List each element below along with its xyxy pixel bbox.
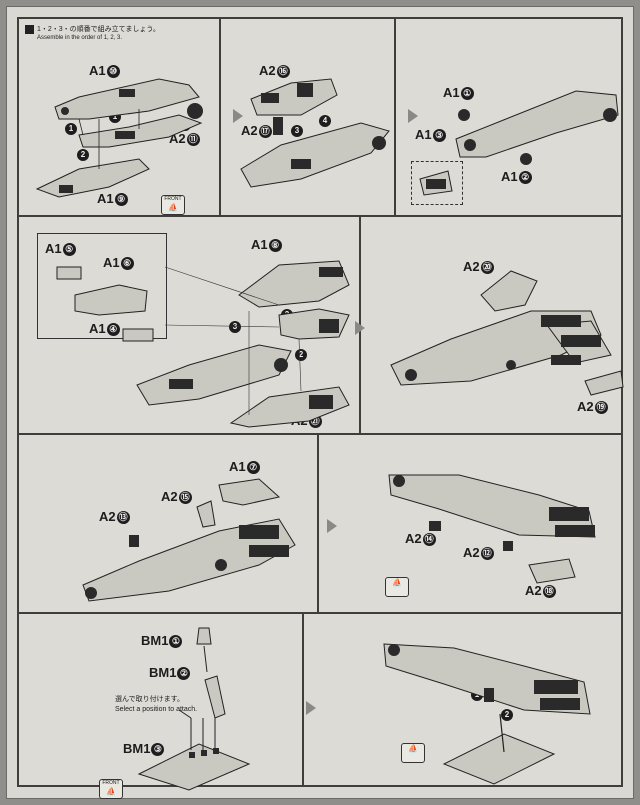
step-number: 2 [295,349,307,361]
ship-parts-drawing [35,78,203,198]
subassembly-inset [37,233,167,339]
header-text-en: Assemble in the order of 1, 2, 3. [37,35,123,41]
next-arrow-icon [327,519,337,533]
divider-row-3 [19,612,621,614]
step-number: 2 [77,149,89,161]
instruction-sheet: 1・2・3・の順番で組み立てましょう。 Assemble in the orde… [6,6,634,799]
divider-row-2 [19,433,621,435]
select-position-en: Select a position to attach. [115,706,198,713]
detail-inset [411,161,463,205]
divider-col-1a [219,19,221,215]
step-number: 2 [501,709,513,721]
header-text-jp: 1・2・3・の順番で組み立てましょう。 [37,26,160,33]
next-arrow-icon [233,109,243,123]
ship-parts-drawing [82,478,296,602]
header-marker [25,25,34,34]
rear-direction-badge: ⛵ [385,577,409,597]
instruction-frame: 1・2・3・の順番で組み立てましょう。 Assemble in the orde… [17,17,624,799]
ship-parts-drawing [419,90,619,196]
next-arrow-icon [306,701,316,715]
header: 1・2・3・の順番で組み立てましょう。 Assemble in the orde… [25,25,205,47]
next-arrow-icon [408,109,418,123]
ship-parts-drawing [388,474,596,584]
step-number: 4 [319,115,331,127]
ship-parts-drawing [56,260,350,428]
step-number: 3 [291,125,303,137]
front-direction-badge: FRONT⛵ [99,779,123,799]
divider-col-1b [394,19,396,215]
divider-row-1 [19,215,621,217]
divider-col-3 [317,433,319,612]
stand-parts-drawing [137,627,251,791]
divider-col-4 [302,612,304,787]
ship-on-stand-drawing [383,643,591,785]
next-arrow-icon [355,321,365,335]
select-position-jp: 選んで取り付けます。 [115,696,184,703]
rear-direction-badge: ⛵ [401,743,425,763]
front-direction-badge: FRONT⛵ [161,195,185,215]
step-number: 1 [65,123,77,135]
ship-parts-drawing [240,78,390,188]
ship-parts-drawing [390,270,624,396]
